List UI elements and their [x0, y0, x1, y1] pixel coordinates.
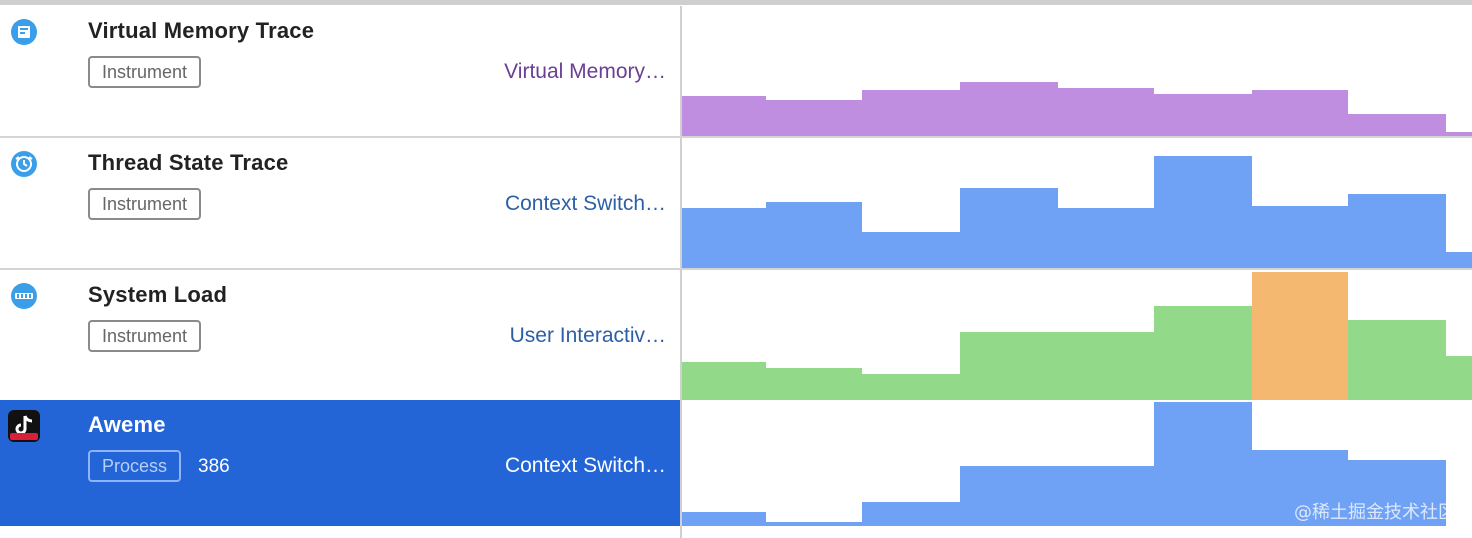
- track-name: Virtual Memory Trace: [88, 18, 315, 43]
- track-graph-system-load[interactable]: [682, 270, 1472, 400]
- graph-bar: [1446, 252, 1472, 268]
- track-row-virtual-memory[interactable]: Virtual Memory Trace Instrument Virtual …: [0, 6, 1472, 136]
- thread-state-icon: [11, 151, 37, 177]
- graph-bar: [862, 374, 960, 400]
- virtual-memory-icon: [11, 19, 37, 45]
- graph-bar: [682, 512, 766, 530]
- graph-bar: [1446, 132, 1472, 136]
- graph-bar: [1058, 88, 1154, 136]
- track-detail[interactable]: User Interactiv…: [509, 324, 666, 347]
- bar-graph: [682, 272, 1472, 400]
- bar-graph: [682, 402, 1472, 530]
- graph-bar: [766, 100, 862, 136]
- track-graph-thread-state[interactable]: [682, 138, 1472, 268]
- track-detail[interactable]: Context Switch…: [504, 192, 666, 215]
- track-detail[interactable]: Context Switch…: [504, 454, 666, 477]
- track-row-system-load[interactable]: System Load Instrument User Interactiv…: [0, 270, 1472, 400]
- track-name: Thread State Trace: [88, 150, 289, 175]
- graph-bar: [1252, 206, 1348, 268]
- graph-bar: [1154, 306, 1252, 400]
- track-type-badge: Instrument: [88, 320, 202, 352]
- track-name: System Load: [88, 282, 228, 307]
- track-row-aweme[interactable]: Aweme Process 386 Context Switch…: [0, 400, 1472, 530]
- track-name: Aweme: [88, 412, 166, 437]
- graph-bar: [1154, 156, 1252, 268]
- graph-bar: [1058, 208, 1154, 268]
- track-header[interactable]: System Load Instrument User Interactiv…: [0, 270, 680, 400]
- graph-bar: [960, 466, 1058, 530]
- graph-bar: [1252, 90, 1348, 136]
- graph-bar: [682, 208, 766, 268]
- track-header[interactable]: Virtual Memory Trace Instrument Virtual …: [0, 6, 680, 136]
- track-type-badge: Instrument: [88, 56, 202, 88]
- graph-bar: [1348, 320, 1446, 400]
- graph-bar: [1348, 194, 1446, 268]
- graph-bar: [766, 202, 862, 268]
- graph-bar: [960, 82, 1058, 136]
- graph-bar: [960, 188, 1058, 268]
- column-divider[interactable]: [680, 400, 682, 530]
- graph-bar: [1154, 94, 1252, 136]
- system-load-icon: [11, 283, 37, 309]
- graph-bar: [1154, 402, 1252, 530]
- graph-bar: [960, 332, 1058, 400]
- row-separator: [0, 136, 1472, 138]
- graph-bar: [1348, 114, 1446, 136]
- graph-bar: [682, 96, 766, 136]
- track-row-thread-state[interactable]: Thread State Trace Instrument Context Sw…: [0, 138, 1472, 268]
- graph-bar: [682, 362, 766, 400]
- graph-bar: [766, 368, 862, 400]
- column-divider: [680, 526, 682, 538]
- track-header[interactable]: Thread State Trace Instrument Context Sw…: [0, 138, 680, 268]
- graph-bar-highlight: [1252, 272, 1348, 400]
- graph-bar: [1058, 466, 1154, 530]
- graph-bar: [862, 232, 960, 268]
- watermark: @稀土掘金技术社区: [1294, 502, 1456, 523]
- graph-bar: [1446, 356, 1472, 400]
- track-detail[interactable]: Virtual Memory…: [504, 60, 666, 83]
- graph-bar: [862, 502, 960, 530]
- top-border: [0, 0, 1472, 5]
- aweme-app-icon: [8, 410, 40, 442]
- bar-graph: [682, 156, 1472, 268]
- bar-graph: [682, 82, 1472, 136]
- graph-bar: [862, 90, 960, 136]
- column-divider[interactable]: [680, 270, 682, 400]
- track-header[interactable]: Aweme Process 386 Context Switch…: [0, 400, 680, 530]
- column-divider[interactable]: [680, 138, 682, 268]
- process-id: 386: [198, 456, 230, 477]
- graph-bar: [1252, 450, 1348, 530]
- row-separator: [0, 268, 1472, 270]
- track-list: Virtual Memory Trace Instrument Virtual …: [0, 6, 1472, 530]
- track-type-badge: Process: [88, 450, 182, 482]
- track-graph-aweme[interactable]: [682, 400, 1472, 530]
- track-graph-virtual-memory[interactable]: [682, 6, 1472, 136]
- bottom-strip: [0, 526, 1472, 538]
- track-type-badge: Instrument: [88, 188, 202, 220]
- column-divider[interactable]: [680, 6, 682, 136]
- graph-bar: [1058, 332, 1154, 400]
- graph-bar: [1348, 460, 1446, 530]
